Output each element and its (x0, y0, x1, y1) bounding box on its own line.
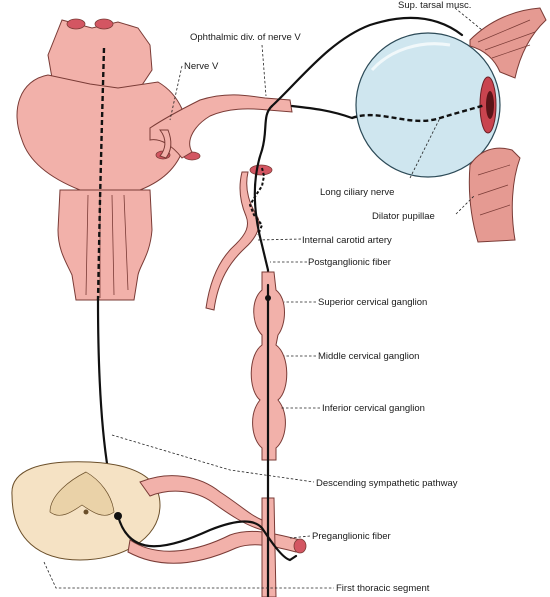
upper-eyelid (469, 7, 547, 79)
label-sup-tarsal: Sup. tarsal musc. (398, 0, 471, 11)
label-preganglionic: Preganglionic fiber (312, 531, 391, 542)
label-first-thoracic: First thoracic segment (336, 583, 430, 594)
label-dilator: Dilator pupillae (372, 211, 435, 222)
preganglionic-fiber-line (116, 514, 298, 562)
descending-pathway-line (96, 298, 120, 517)
sympathetic-chain (250, 271, 288, 472)
brainstem (16, 18, 201, 301)
label-inferior-ganglion: Inferior cervical ganglion (322, 403, 425, 414)
postganglionic-fiber-line (253, 104, 274, 287)
label-long-ciliary: Long ciliary nerve (320, 187, 394, 198)
spinal-cord (11, 461, 161, 561)
label-descending: Descending sympathetic pathway (316, 478, 458, 489)
long-ciliary-nerve-fiber (351, 103, 486, 123)
label-carotid: Internal carotid artery (302, 235, 392, 246)
leader-lines (43, 7, 483, 589)
label-ophthalmic: Ophthalmic div. of nerve V (190, 32, 301, 43)
lower-chain (261, 468, 277, 597)
label-middle-ganglion: Middle cervical ganglion (318, 351, 419, 362)
trigeminal-nerve (149, 94, 293, 159)
ophthalmic-nerve-fiber (270, 16, 464, 108)
eyeball (355, 32, 501, 178)
internal-carotid-artery (205, 164, 273, 311)
label-postganglionic: Postganglionic fiber (308, 257, 391, 268)
label-nerve-v: Nerve V (184, 61, 219, 72)
lower-eyelid (468, 147, 521, 243)
label-superior-ganglion: Superior cervical ganglion (318, 297, 427, 308)
spinal-nerve (127, 475, 307, 564)
labels: Sup. tarsal musc. Ophthalmic div. of ner… (184, 0, 471, 594)
